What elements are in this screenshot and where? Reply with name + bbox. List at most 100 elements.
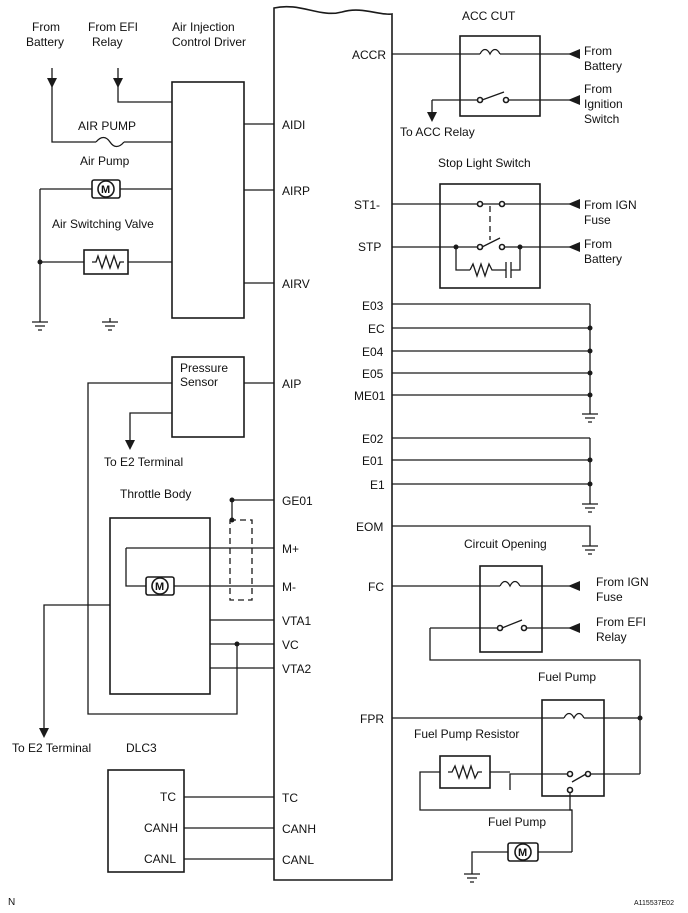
- ecu-pin-aidi: AIDI: [282, 118, 305, 132]
- air-pump-motor-symbol: M: [101, 184, 110, 196]
- dlc3-pin-canh: CANH: [144, 821, 178, 835]
- to-e2-terminal-label-2: To E2 Terminal: [12, 741, 91, 755]
- ground-icon: [102, 321, 118, 331]
- air-injection-driver-box: [171, 81, 245, 319]
- ecu-pin-vta1: VTA1: [282, 614, 311, 628]
- ecu-pin-tc: TC: [282, 791, 298, 805]
- acc-cut-relay-box: [459, 35, 541, 117]
- dlc3-box: [107, 769, 185, 873]
- slsw-switch: [481, 237, 501, 248]
- fuel-pump-relay-switch: [571, 773, 587, 783]
- fuel-pump-relay-coil: [563, 712, 585, 720]
- ecu-pin-accr: ACCR: [352, 48, 386, 62]
- fuel-pump-motor-symbol: M: [518, 847, 527, 859]
- ecu-pin-m-plus: M+: [282, 542, 299, 556]
- ecu-pin-vta2: VTA2: [282, 662, 311, 676]
- acc-relay-arrow: [427, 112, 437, 122]
- circuit-opening-label: Circuit Opening: [464, 537, 547, 551]
- battery-arrow: [47, 78, 57, 88]
- efi-relay-arrow: [113, 78, 123, 88]
- ecu-pin-e02: E02: [362, 432, 384, 446]
- slsw-ign-arrow: [568, 199, 580, 209]
- ecu-pin-eom: EOM: [356, 520, 383, 534]
- ecu-pin-me01: ME01: [354, 389, 386, 403]
- ecm-body: [273, 5, 393, 881]
- ecu-pin-ec: EC: [368, 322, 385, 336]
- dlc3-pin-canl: CANL: [144, 852, 176, 866]
- co-efi-arrow: [568, 623, 580, 633]
- throttle-motor-symbol: M: [155, 581, 164, 593]
- shield-box: [229, 519, 253, 601]
- ecu-pin-ge01: GE01: [282, 494, 313, 508]
- valve-resistor-icon: [92, 253, 124, 271]
- ground-icon: [464, 873, 480, 883]
- air-pump-fuse: [95, 136, 125, 148]
- air-pump-fuse-label: AIR PUMP: [78, 119, 136, 133]
- ecu-pin-m-minus: M-: [282, 580, 296, 594]
- ecu-pin-e05: E05: [362, 367, 384, 381]
- ecu-pin-stp: STP: [358, 240, 381, 254]
- stop-light-switch-label: Stop Light Switch: [438, 156, 531, 170]
- fuel-pump-resistor-icon: [448, 763, 482, 781]
- acc-ign-arrow: [568, 95, 580, 105]
- throttle-motor-icon: [151, 577, 169, 595]
- ground-icon: [582, 545, 598, 555]
- ecu-pin-fc: FC: [368, 580, 384, 594]
- dlc3-label: DLC3: [126, 741, 157, 755]
- ecu-pin-e01: E01: [362, 454, 384, 468]
- ecu-pin-st1: ST1-: [354, 198, 380, 212]
- slsw-battery-arrow: [568, 242, 580, 252]
- e2-arrow: [125, 440, 135, 450]
- circuit-opening-coil: [499, 580, 521, 588]
- ecu-pin-canh: CANH: [282, 822, 316, 836]
- e2-arrow-2: [39, 728, 49, 738]
- acc-cut-coil: [479, 48, 501, 56]
- fuel-pump-motor-icon: [514, 843, 532, 861]
- ecu-pin-aip: AIP: [282, 377, 301, 391]
- acc-cut-label: ACC CUT: [462, 9, 516, 23]
- co-ign-arrow: [568, 581, 580, 591]
- slsw-resistor: [469, 261, 506, 279]
- ecu-pin-e04: E04: [362, 345, 384, 359]
- acc-cut-switch: [481, 91, 505, 101]
- ecu-pin-airv: AIRV: [282, 277, 310, 291]
- figure-id-label: A115537E02: [634, 900, 674, 907]
- to-acc-relay-label: To ACC Relay: [400, 125, 475, 139]
- dlc3-pin-tc: TC: [160, 790, 176, 804]
- air-switching-valve-label: Air Switching Valve: [52, 217, 154, 231]
- ecu-pin-fpr: FPR: [360, 712, 384, 726]
- throttle-body-label: Throttle Body: [120, 487, 191, 501]
- ground-icon: [32, 321, 48, 331]
- ecu-pin-e03: E03: [362, 299, 384, 313]
- circuit-opening-relay-box: [479, 565, 543, 653]
- ecu-pin-canl: CANL: [282, 853, 314, 867]
- ecu-pin-vc: VC: [282, 638, 299, 652]
- fuel-pump-relay-label: Fuel Pump: [538, 670, 596, 684]
- circuit-opening-switch: [501, 619, 523, 629]
- fuel-pump-resistor-label: Fuel Pump Resistor: [414, 727, 519, 741]
- acc-battery-arrow: [568, 49, 580, 59]
- throttle-body-box: [109, 517, 211, 695]
- ground-icon: [582, 503, 598, 513]
- ecu-pin-e1: E1: [370, 478, 385, 492]
- ground-icon: [582, 413, 598, 423]
- air-pump-label: Air Pump: [80, 154, 130, 168]
- ecu-pin-airp: AIRP: [282, 184, 310, 198]
- fuel-pump-motor-label: Fuel Pump: [488, 815, 546, 829]
- corner-label-n: N: [8, 897, 15, 908]
- pressure-sensor-box: [171, 356, 245, 438]
- to-e2-terminal-label: To E2 Terminal: [104, 455, 183, 469]
- air-pump-motor-icon: [97, 180, 115, 198]
